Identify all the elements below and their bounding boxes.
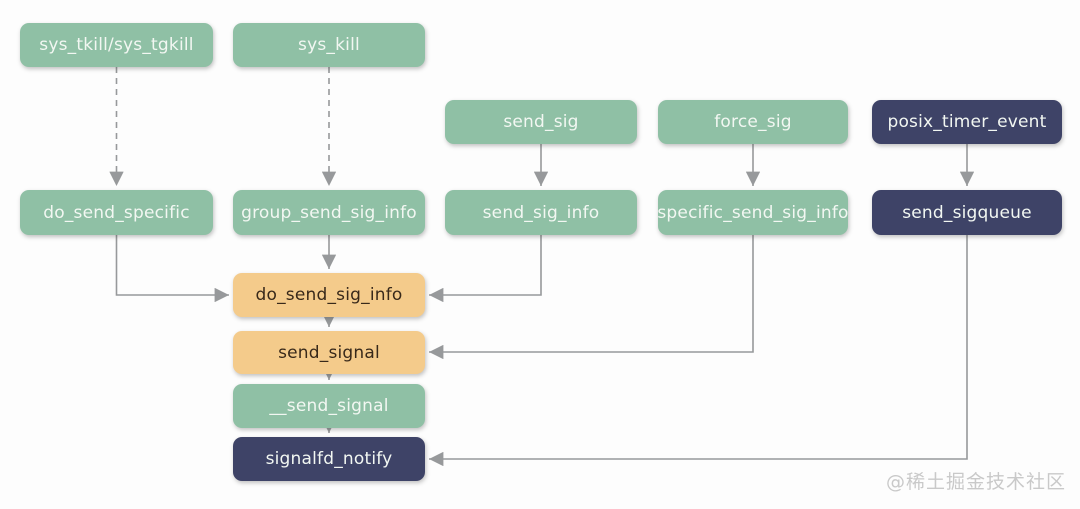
edge-specific_send_sig_info-to-send_signal bbox=[429, 235, 754, 360]
node-group_send_sig_info: group_send_sig_info bbox=[233, 190, 425, 235]
node-sys_tkill_sys_tgkill: sys_tkill/sys_tgkill bbox=[20, 23, 213, 67]
node-do_send_specific: do_send_specific bbox=[20, 190, 213, 235]
edge-send_sigqueue-to-signalfd_notify bbox=[429, 235, 968, 467]
edge-send_sig_info-to-do_send_sig_info bbox=[429, 235, 542, 303]
node-signalfd_notify: signalfd_notify bbox=[233, 437, 425, 481]
node-send_sigqueue: send_sigqueue bbox=[872, 190, 1062, 235]
node-do_send_sig_info: do_send_sig_info bbox=[233, 273, 425, 317]
watermark: @稀土掘金技术社区 bbox=[885, 471, 1066, 493]
node-send_sig_info: send_sig_info bbox=[445, 190, 637, 235]
node-specific_send_sig_info: specific_send_sig_info bbox=[657, 190, 848, 235]
node-sys_kill: sys_kill bbox=[233, 23, 425, 67]
edge-do_send_specific-to-do_send_sig_info bbox=[115, 235, 229, 303]
node-send_signal: send_signal bbox=[233, 331, 425, 374]
node-__send_signal: __send_signal bbox=[233, 384, 425, 428]
node-posix_timer_event: posix_timer_event bbox=[872, 100, 1062, 144]
node-force_sig: force_sig bbox=[658, 100, 848, 144]
node-send_sig: send_sig bbox=[445, 100, 637, 144]
